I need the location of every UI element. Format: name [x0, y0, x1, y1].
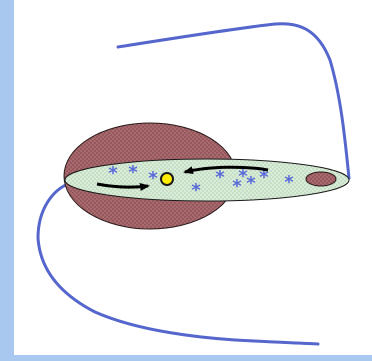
star-10: * — [284, 172, 294, 193]
galactic-center — [161, 173, 173, 185]
star-1: * — [108, 163, 118, 184]
satellite-galaxy — [306, 172, 336, 186]
star-2: * — [128, 162, 138, 183]
star-4: * — [215, 167, 225, 188]
star-9: * — [191, 180, 201, 201]
star-7: * — [232, 176, 242, 197]
star-3: * — [148, 168, 158, 189]
star-8: * — [246, 173, 256, 194]
